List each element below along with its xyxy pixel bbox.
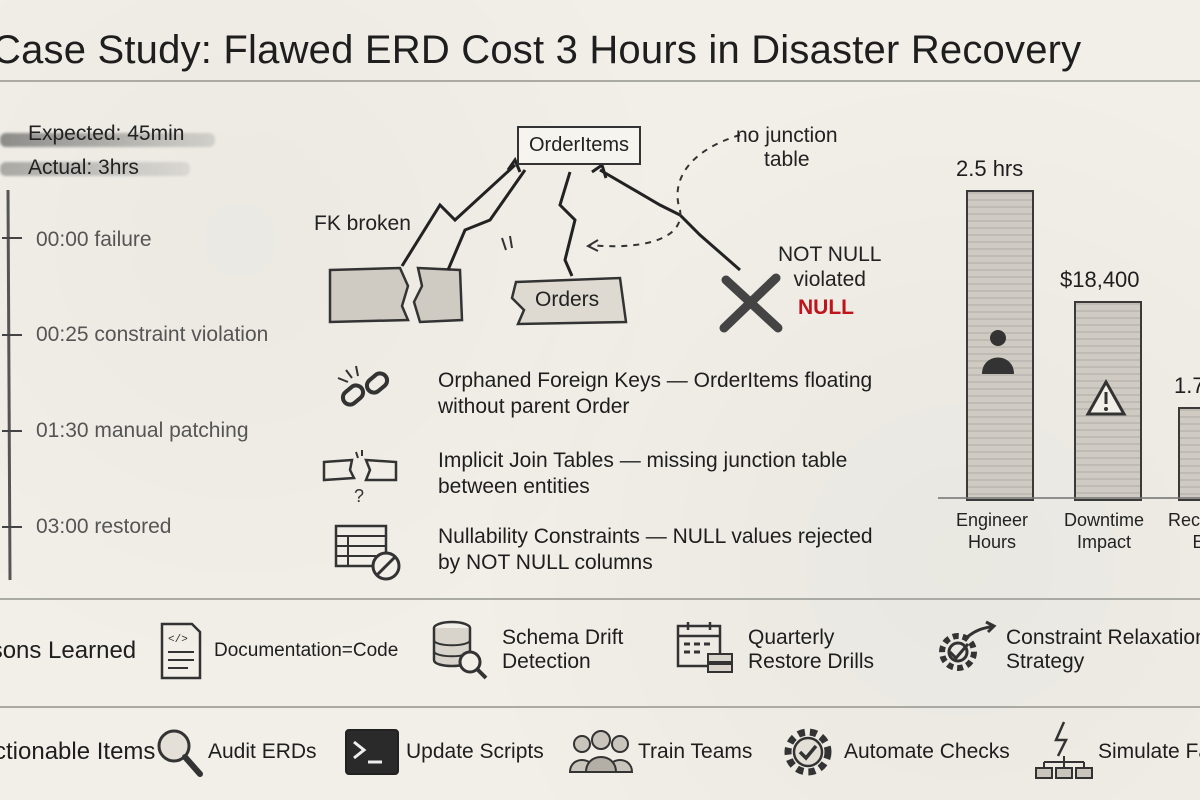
action-item: Automate Checks [844,740,1010,763]
no-junction-label: no junction table [736,124,838,171]
action-item: Simulate Fa... [1098,740,1200,763]
section-divider-2 [0,706,1200,708]
chart-bar [1178,407,1200,501]
chart-category-label: Recovery E... [1168,510,1200,552]
chart-bar [1074,301,1142,501]
lessons-learned-label: Lessons Learned [0,637,137,664]
lesson-item: Documentation=Code [214,640,399,661]
issue-implicit-join: Implicit Join Tables — missing junction … [438,449,848,498]
action-item: Audit ERDs [208,740,317,763]
person-icon [982,330,1014,374]
timeline-event: 03:00 restored [36,515,172,538]
chart-value-label: $18,400 [1060,267,1140,292]
lesson-item: Constraint Relaxation Strategy [1006,626,1200,673]
chart-baseline [938,497,1200,499]
lesson-item: Schema Drift Detection [502,626,624,673]
calendar-server-icon [676,622,733,673]
chart-category-label: Engineer Hours [956,510,1029,552]
actual-duration: Actual: 3hrs [28,156,139,179]
timeline-event: 00:25 constraint violation [36,323,269,346]
title-divider [0,80,1200,82]
chart-bar [966,190,1034,501]
orders-entity: Orders [535,288,600,311]
gear-arrow-icon [939,620,997,671]
terminal-icon [345,729,399,775]
timeline-axis [2,189,22,581]
erd-sketch [328,134,783,333]
chart-category-label: Downtime Impact [1064,510,1145,552]
not-null-label: NOT NULL violated [778,243,882,291]
svg-text:</>: </> [168,634,188,646]
table-blocked-icon [334,524,401,581]
gear-check-icon [784,728,832,776]
timeline-event: 00:00 failure [36,228,152,251]
warning-icon [1085,378,1127,416]
database-search-icon [432,620,488,680]
lightning-network-icon [1035,721,1093,779]
team-icon [568,730,634,773]
action-item: Train Teams [638,740,753,763]
chart-value-label: 2.5 hrs [956,156,1024,181]
code-document-icon: </> [160,622,202,680]
actual-smear [0,162,190,176]
issue-nullability: Nullability Constraints — NULL values re… [438,525,873,574]
action-item: Update Scripts [406,740,544,763]
magnifier-icon [157,729,203,777]
actionable-items-label: Actionable Items [0,738,156,765]
timeline-event: 01:30 manual patching [36,419,249,442]
null-label: NULL [798,296,854,319]
page-title: Case Study: Flawed ERD Cost 3 Hours in D… [0,28,1082,72]
orderitems-entity: OrderItems [517,126,642,165]
disconnected-boxes-icon: ? [322,450,398,506]
section-divider-1 [0,598,1200,600]
lesson-item: Quarterly Restore Drills [748,626,875,673]
issue-orphaned-fk: Orphaned Foreign Keys — OrderItems float… [438,369,873,418]
expected-duration: Expected: 45min [28,122,185,145]
svg-text:?: ? [354,486,364,506]
expected-smear [0,133,215,147]
fk-broken-label: FK broken [314,212,411,235]
broken-chain-icon [337,365,390,407]
chart-value-label: 1.7... [1174,373,1200,398]
